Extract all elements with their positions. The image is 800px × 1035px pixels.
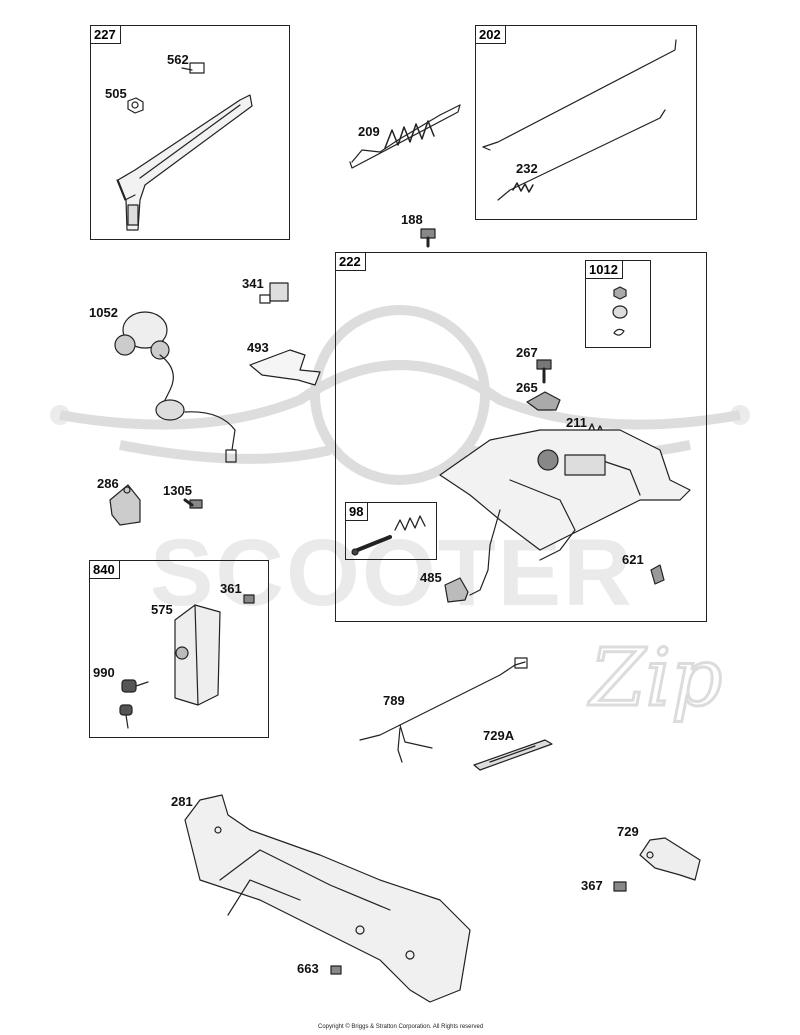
rod-202-icon bbox=[482, 39, 677, 151]
part-label-265: 265 bbox=[516, 380, 538, 395]
part-label-367: 367 bbox=[581, 878, 603, 893]
bolt-562-icon bbox=[181, 62, 205, 74]
group-box-227: 227 bbox=[90, 25, 290, 240]
wire-harness-789-icon bbox=[359, 657, 528, 763]
rod-232-icon bbox=[497, 109, 666, 201]
clip-286-icon bbox=[109, 484, 141, 526]
spacer-341-icon bbox=[259, 282, 289, 304]
screw-1305-icon bbox=[183, 498, 203, 509]
switch-1052-icon bbox=[114, 311, 237, 463]
group-box-840: 840 bbox=[89, 560, 269, 738]
part-label-209: 209 bbox=[358, 124, 380, 139]
part-label-281: 281 bbox=[171, 794, 193, 809]
nut-505-icon bbox=[127, 97, 144, 114]
part-label-1305: 1305 bbox=[163, 483, 192, 498]
part-label-361: 361 bbox=[220, 581, 242, 596]
part-label-505: 505 bbox=[105, 86, 127, 101]
part-label-663: 663 bbox=[297, 961, 319, 976]
screw-267-icon bbox=[536, 359, 552, 384]
part-label-729A: 729A bbox=[483, 728, 515, 743]
part-label-188: 188 bbox=[401, 212, 423, 227]
fittings-1012-icon bbox=[612, 286, 628, 336]
group-box-98: 98 bbox=[345, 502, 437, 560]
screw-367-icon bbox=[613, 881, 627, 892]
frame-281-icon bbox=[184, 794, 471, 1003]
part-label-286: 286 bbox=[97, 476, 119, 491]
lever-227-icon bbox=[116, 94, 253, 231]
copyright-notice: Copyright © Briggs & Stratton Corporatio… bbox=[318, 1024, 484, 1030]
screw-188-icon bbox=[420, 228, 436, 248]
part-label-267: 267 bbox=[516, 345, 538, 360]
spring-209-icon bbox=[349, 104, 461, 169]
group-tag-1012: 1012 bbox=[585, 260, 623, 279]
part-label-789: 789 bbox=[383, 693, 405, 708]
screw-663-icon bbox=[330, 965, 342, 975]
control-plate-222-icon bbox=[439, 429, 691, 596]
group-tag-840: 840 bbox=[89, 560, 120, 579]
group-tag-202: 202 bbox=[475, 25, 506, 44]
group-tag-227: 227 bbox=[90, 25, 121, 44]
part-label-493: 493 bbox=[247, 340, 269, 355]
group-tag-222: 222 bbox=[335, 252, 366, 271]
knob-485-icon bbox=[444, 577, 469, 603]
clip-265-icon bbox=[526, 391, 561, 411]
part-label-232: 232 bbox=[516, 161, 538, 176]
part-label-621: 621 bbox=[622, 552, 644, 567]
part-label-729: 729 bbox=[617, 824, 639, 839]
part-label-562: 562 bbox=[167, 52, 189, 67]
screw-361-icon bbox=[243, 594, 255, 604]
clip-621-icon bbox=[650, 564, 665, 585]
part-label-575: 575 bbox=[151, 602, 173, 617]
group-tag-98: 98 bbox=[345, 502, 369, 521]
keys-990-icon bbox=[119, 679, 149, 729]
part-label-341: 341 bbox=[242, 276, 264, 291]
box-575-icon bbox=[174, 604, 221, 706]
plate-729A-icon bbox=[473, 739, 553, 771]
group-box-202: 202 bbox=[475, 25, 697, 220]
part-label-485: 485 bbox=[420, 570, 442, 585]
bracket-729-icon bbox=[639, 837, 701, 881]
bracket-493-icon bbox=[249, 349, 321, 386]
svg-text:Zip: Zip bbox=[587, 631, 722, 724]
part-label-990: 990 bbox=[93, 665, 115, 680]
group-box-222: 222 bbox=[335, 252, 707, 622]
part-label-211: 211 bbox=[566, 415, 587, 430]
spring-98-icon bbox=[351, 515, 426, 556]
part-label-1052: 1052 bbox=[89, 305, 118, 320]
group-box-1012: 1012 bbox=[585, 260, 651, 348]
